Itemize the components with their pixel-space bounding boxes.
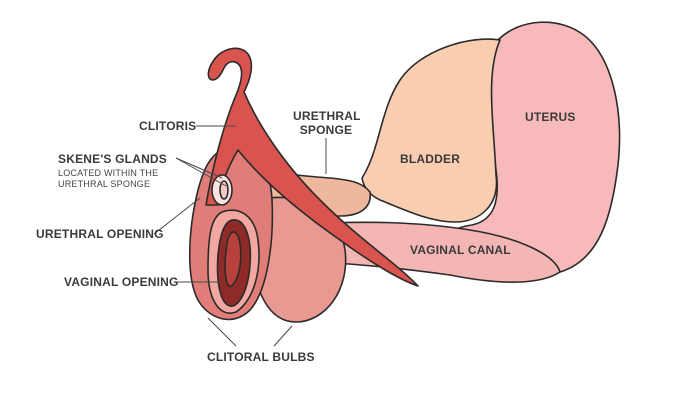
skenes-note-line1: LOCATED WITHIN THE <box>58 168 159 178</box>
vaginal-canal-label: VAGINAL CANAL <box>410 243 511 257</box>
vaginal-opening-label: VAGINAL OPENING <box>64 275 179 289</box>
bladder-shape <box>361 38 501 223</box>
urethral-sponge-label: URETHRAL SPONGE <box>293 109 361 137</box>
urethral-opening-label: URETHRAL OPENING <box>36 227 164 241</box>
bladder-label: BLADDER <box>400 152 461 166</box>
clitoral-bulbs-label: CLITORAL BULBS <box>207 350 315 364</box>
vaginal-opening-inner <box>224 231 242 288</box>
clitoral-bulbs-leader-right <box>273 325 293 347</box>
urethral-sponge-line2: SPONGE <box>299 123 353 137</box>
skenes-glands-label: SKENE'S GLANDS <box>58 152 168 166</box>
skenes-leader-2 <box>175 157 227 187</box>
clitoris-label: CLITORIS <box>139 119 197 133</box>
skenes-note-line2: URETHRAL SPONGE <box>58 179 151 189</box>
urethral-sponge-line1: URETHRAL <box>293 109 361 123</box>
skenes-leader-1 <box>175 157 223 179</box>
uterus-label: UTERUS <box>525 110 576 124</box>
clitoral-bulbs-leader-left <box>207 317 237 347</box>
clitoris-shape <box>205 47 419 287</box>
urethral-opening-leader <box>153 197 201 235</box>
